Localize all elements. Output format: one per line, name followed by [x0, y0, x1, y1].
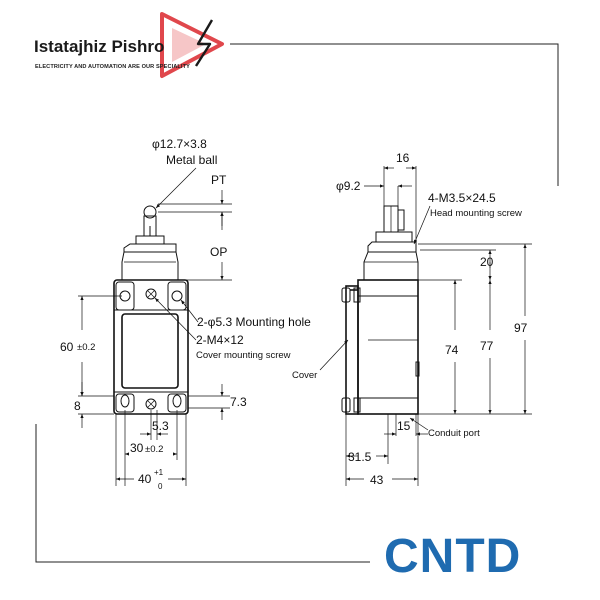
- dim-40-tolerance-lower: 0: [158, 482, 163, 491]
- ball-label: Metal ball: [166, 153, 217, 167]
- side-body: [341, 279, 420, 415]
- dim-97: 97: [514, 321, 528, 335]
- side-plunger: [367, 205, 417, 253]
- dim-30: 30: [130, 441, 144, 455]
- cover-screw-label: Cover mounting screw: [196, 350, 291, 361]
- dim-40-tolerance-upper: +1: [154, 468, 164, 477]
- cover-screw-dimension: 2-M4×12: [196, 333, 244, 347]
- dim-phi: φ9.2: [336, 179, 361, 193]
- cover-label: Cover: [292, 370, 317, 381]
- brand-name: Istatajhiz Pishro: [34, 37, 164, 56]
- dim-8: 8: [74, 399, 81, 413]
- op-label: OP: [210, 245, 227, 259]
- dim-20: 20: [480, 255, 494, 269]
- brand-tagline: ELECTRICITY AND AUTOMATION ARE OUR SPECI…: [35, 64, 190, 70]
- dim-31-5: 31.5: [348, 450, 372, 464]
- dim-77: 77: [480, 339, 494, 353]
- pt-label: PT: [211, 173, 227, 187]
- plunger: [123, 205, 177, 253]
- dim-60-tolerance: ±0.2: [77, 342, 95, 353]
- dim-5-3: 5.3: [152, 419, 169, 433]
- dim-7-3: 7.3: [230, 395, 247, 409]
- switch-body: [113, 279, 189, 415]
- dim-74: 74: [445, 343, 459, 357]
- page-frame: [35, 43, 559, 563]
- dim-30-tolerance: ±0.2: [145, 444, 163, 455]
- mounting-hole-label: 2-φ5.3 Mounting hole: [197, 315, 311, 329]
- front-view: φ12.7×3.8 Metal ball PT OP 2-φ5.3 Mounti…: [60, 137, 311, 491]
- brand-logo-icon: [160, 12, 224, 78]
- switch-head: [121, 251, 179, 281]
- ball-dimension: φ12.7×3.8: [152, 137, 207, 151]
- dim-15: 15: [397, 419, 411, 433]
- dim-43: 43: [370, 473, 384, 487]
- side-head: [363, 251, 419, 281]
- dim-16: 16: [396, 151, 410, 165]
- brand-header: Istatajhiz Pishro ELECTRICITY AND AUTOMA…: [34, 12, 224, 78]
- dim-40: 40: [138, 472, 152, 486]
- cntd-logo: CNTD: [384, 530, 521, 583]
- side-view: 16 φ9.2 4-M3.5×24.5 Head mounting screw …: [292, 151, 532, 487]
- head-screw-label: Head mounting screw: [430, 208, 522, 219]
- conduit-port-label: Conduit port: [428, 428, 480, 439]
- head-screw-dimension: 4-M3.5×24.5: [428, 191, 496, 205]
- dim-60: 60: [60, 340, 74, 354]
